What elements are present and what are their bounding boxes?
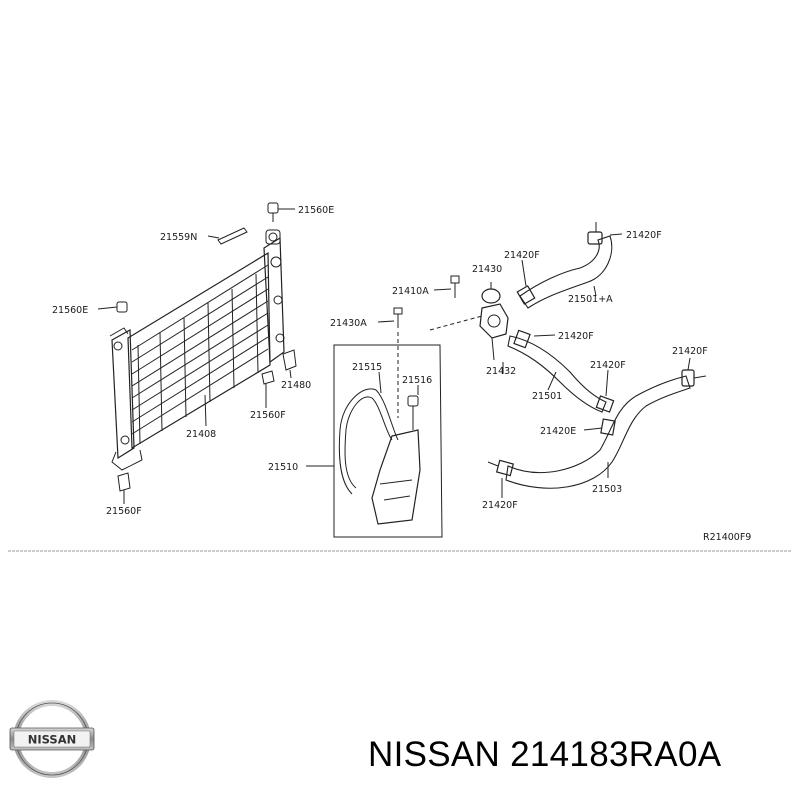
label-21560F-bottom: 21560F: [106, 506, 142, 517]
label-21420F-top: 21420F: [626, 230, 662, 241]
label-21559N: 21559N: [160, 232, 197, 243]
label-21501: 21501: [532, 391, 562, 402]
label-21480: 21480: [281, 380, 311, 391]
label-21420F-a: 21420F: [504, 250, 540, 261]
label-21410A: 21410A: [392, 286, 429, 297]
clip-21560E-top-icon: [267, 202, 279, 222]
overflow-hose-21515-icon: [338, 388, 399, 495]
radiator-assembly: [109, 229, 285, 471]
label-21420F-right: 21420F: [672, 346, 708, 357]
reservoir-box: [333, 344, 443, 538]
label-21503: 21503: [592, 484, 622, 495]
mount-21560F-bottom-icon: [117, 472, 131, 492]
label-21430A: 21430A: [330, 318, 367, 329]
label-21515: 21515: [352, 362, 382, 373]
reference-code: R21400F9: [703, 532, 751, 543]
bolt-21410A-icon: [450, 275, 460, 298]
screw-21430A-icon: [393, 307, 403, 328]
clip-21560E-left-icon: [116, 301, 128, 313]
hose-21503-icon: [487, 369, 707, 489]
reservoir-tank-icon: [371, 395, 421, 525]
label-21420F-c: 21420F: [590, 360, 626, 371]
label-21560E-top: 21560E: [298, 205, 334, 216]
label-21420E: 21420E: [540, 426, 576, 437]
mount-21480-icon: [282, 349, 297, 371]
label-21420F-b: 21420F: [558, 331, 594, 342]
strip-21559N-icon: [217, 227, 248, 245]
logo-text: NISSAN: [28, 733, 76, 747]
label-21408: 21408: [186, 429, 216, 440]
label-21516: 21516: [402, 375, 432, 386]
label-21420F-bottom: 21420F: [482, 500, 518, 511]
upper-hose-21501A-icon: [516, 222, 613, 309]
housing-21432-icon: [479, 303, 509, 361]
part-number-caption: NISSAN 214183RA0A: [368, 735, 722, 774]
label-21560F-mid: 21560F: [250, 410, 286, 421]
label-21432: 21432: [486, 366, 516, 377]
cap-21430-icon: [481, 282, 501, 304]
label-21501A: 21501+A: [568, 294, 613, 305]
label-21430: 21430: [472, 264, 502, 275]
label-21560E-left: 21560E: [52, 305, 88, 316]
nissan-logo: NISSAN: [9, 700, 95, 778]
hose-21501-icon: [507, 329, 615, 413]
mount-21560F-mid-icon: [261, 370, 275, 385]
label-21510: 21510: [268, 462, 298, 473]
